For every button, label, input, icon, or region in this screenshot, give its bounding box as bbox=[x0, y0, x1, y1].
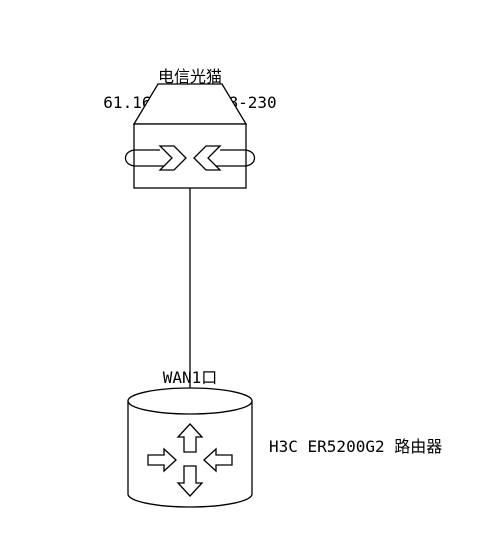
router-port-label: WAN1口 bbox=[163, 368, 218, 387]
optical-modem-switch-icon bbox=[124, 83, 256, 189]
router-name-label: H3C ER5200G2 路由器 bbox=[269, 437, 442, 456]
modem-name-label: 电信光猫 bbox=[158, 67, 222, 86]
router-cylinder-icon bbox=[127, 387, 253, 508]
